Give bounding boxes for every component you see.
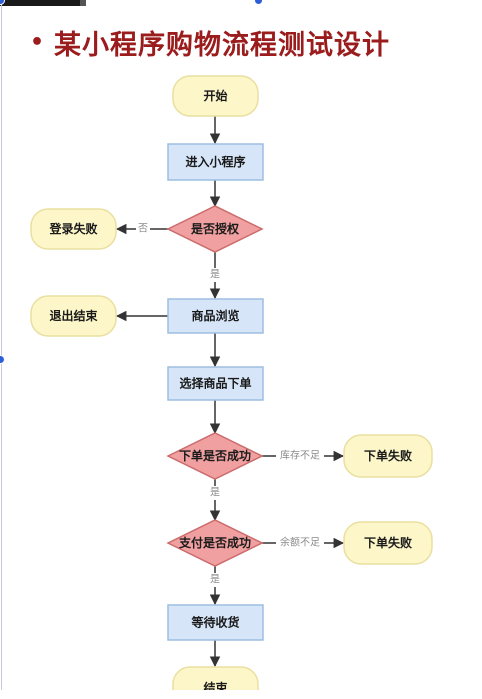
slide-bottom-strip (0, 690, 482, 699)
bullet-icon: • (30, 29, 46, 55)
edge-label-balance-short: 余额不足 (280, 536, 320, 549)
edge-label-yes: 是 (210, 487, 220, 499)
node-browse[interactable]: 商品浏览 (167, 298, 264, 334)
node-wait-delivery[interactable]: 等待收货 (167, 604, 264, 641)
node-browse-label: 商品浏览 (191, 308, 239, 323)
node-login-fail-label: 登录失败 (48, 221, 97, 236)
node-wait-label: 等待收货 (190, 615, 239, 630)
node-start-label: 开始 (203, 88, 227, 103)
window-top-bar-tip (80, 0, 86, 6)
selection-handle-top-left[interactable] (0, 0, 5, 5)
node-order-success-decision[interactable]: 下单是否成功 (166, 432, 264, 480)
edge-labels: 否 是 是 是 库存不足 余额不足 (136, 222, 324, 587)
edge-label-yes: 是 (210, 574, 220, 586)
window-top-bar (0, 0, 80, 6)
node-order-fail-1[interactable]: 下单失败 (343, 434, 433, 478)
node-enter-miniprogram[interactable]: 进入小程序 (167, 143, 264, 181)
node-order-fail-2-label: 下单失败 (364, 535, 412, 550)
selection-handle-top-middle[interactable] (254, 0, 263, 5)
slide-left-edge (1, 0, 2, 699)
node-pay-success-decision[interactable]: 支付是否成功 (166, 519, 264, 567)
node-exit-label: 退出结束 (49, 308, 98, 323)
edge-label-no: 否 (138, 223, 148, 235)
node-pay-ok-label: 支付是否成功 (178, 535, 251, 550)
node-select-label: 选择商品下单 (179, 376, 251, 391)
node-authorized-label: 是否授权 (190, 221, 240, 236)
node-order-fail-2[interactable]: 下单失败 (343, 521, 433, 565)
node-authorized-decision[interactable]: 是否授权 (166, 205, 264, 253)
edge-label-yes: 是 (210, 269, 220, 281)
node-order-fail-1-label: 下单失败 (364, 448, 412, 463)
node-login-fail[interactable]: 登录失败 (30, 208, 117, 250)
edge-label-stock-short: 库存不足 (280, 449, 320, 462)
node-exit[interactable]: 退出结束 (30, 295, 117, 337)
slide-title-text: 某小程序购物流程测试设计 (54, 29, 390, 61)
selection-handle-middle-left[interactable] (0, 355, 5, 364)
node-start[interactable]: 开始 (172, 75, 259, 117)
slide-title: • 某小程序购物流程测试设计 (18, 24, 478, 61)
node-order-ok-label: 下单是否成功 (179, 448, 251, 463)
node-select-order[interactable]: 选择商品下单 (167, 366, 264, 401)
node-enter-label: 进入小程序 (185, 154, 245, 169)
